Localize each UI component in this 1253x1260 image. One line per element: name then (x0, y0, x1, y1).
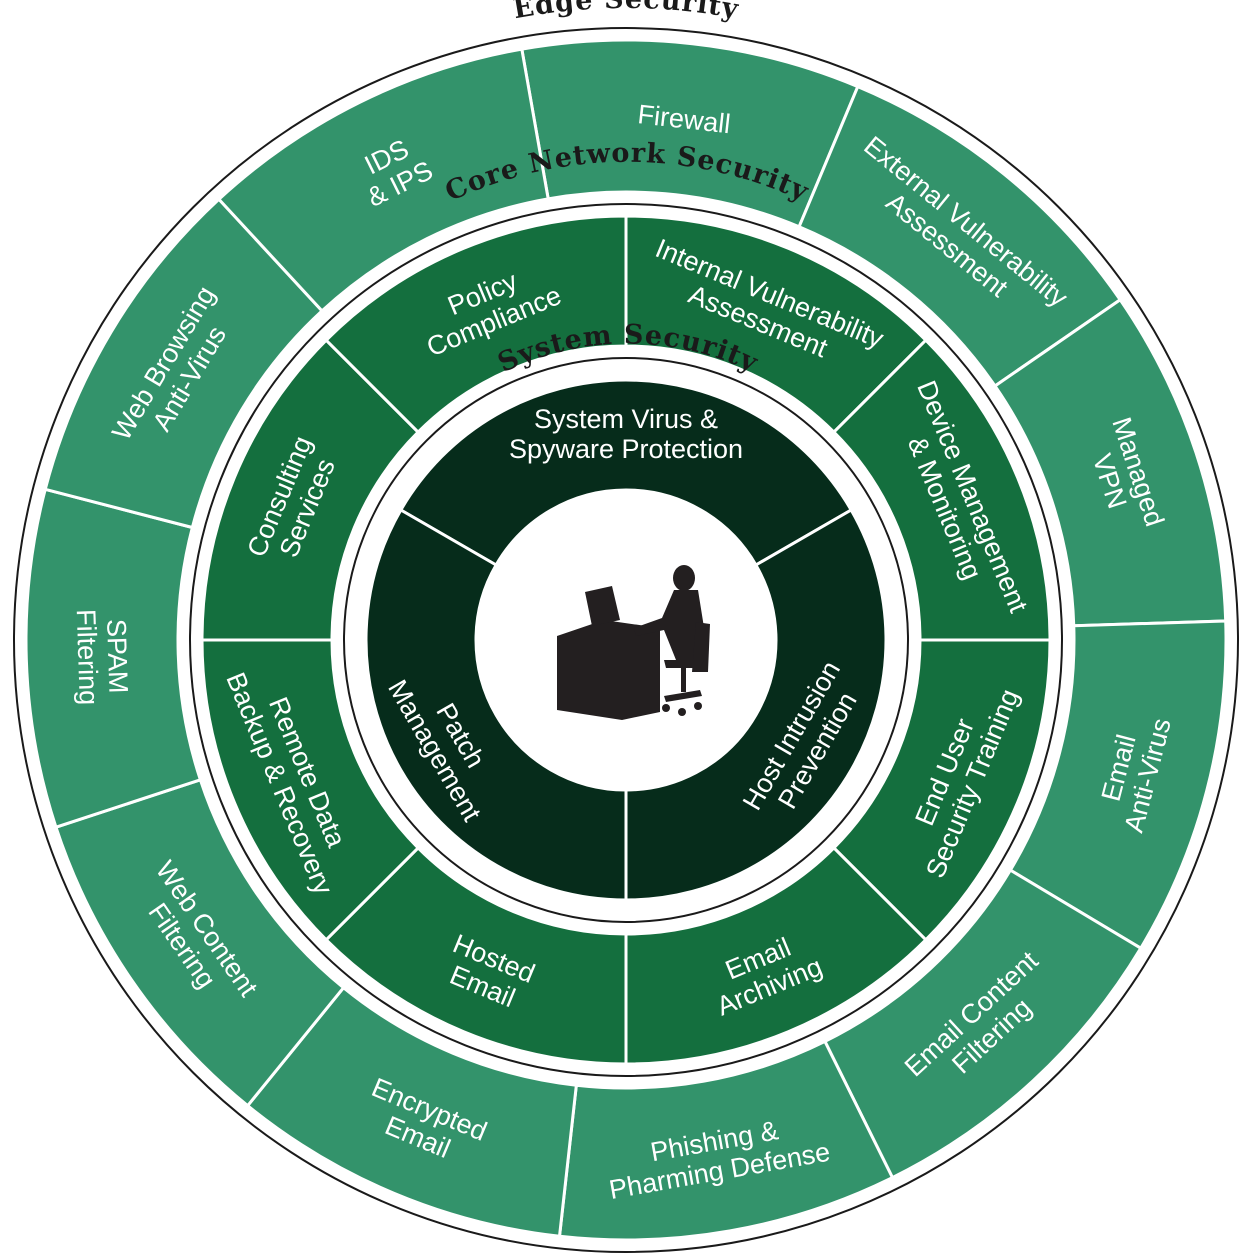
system-segment (364, 507, 628, 902)
edge-segment-label-line: SPAM (101, 618, 133, 693)
edge-segment-label: SPAMFiltering (71, 608, 134, 706)
system-segment-label: System Virus &Spyware Protection (509, 404, 743, 464)
person-at-computer-icon (557, 565, 710, 720)
system-segment-label-line: System Virus & (534, 404, 718, 434)
core-outer-ring-line (189, 203, 1063, 1077)
system-segment (624, 507, 888, 902)
core-segment (324, 214, 628, 435)
edge-segment-label-line: Filtering (71, 609, 104, 706)
system-segment-label-line: Spyware Protection (509, 434, 743, 464)
core-segment-label: HostedEmail (437, 929, 539, 1017)
edge-security-title-text: Edge Security (511, 0, 741, 25)
edge-segment (216, 47, 550, 314)
edge-outer-ring-line (13, 27, 1239, 1253)
system-segment (398, 378, 854, 568)
system-outer-ring-line (343, 357, 909, 923)
edge-security-title: Edge Security (511, 0, 742, 25)
